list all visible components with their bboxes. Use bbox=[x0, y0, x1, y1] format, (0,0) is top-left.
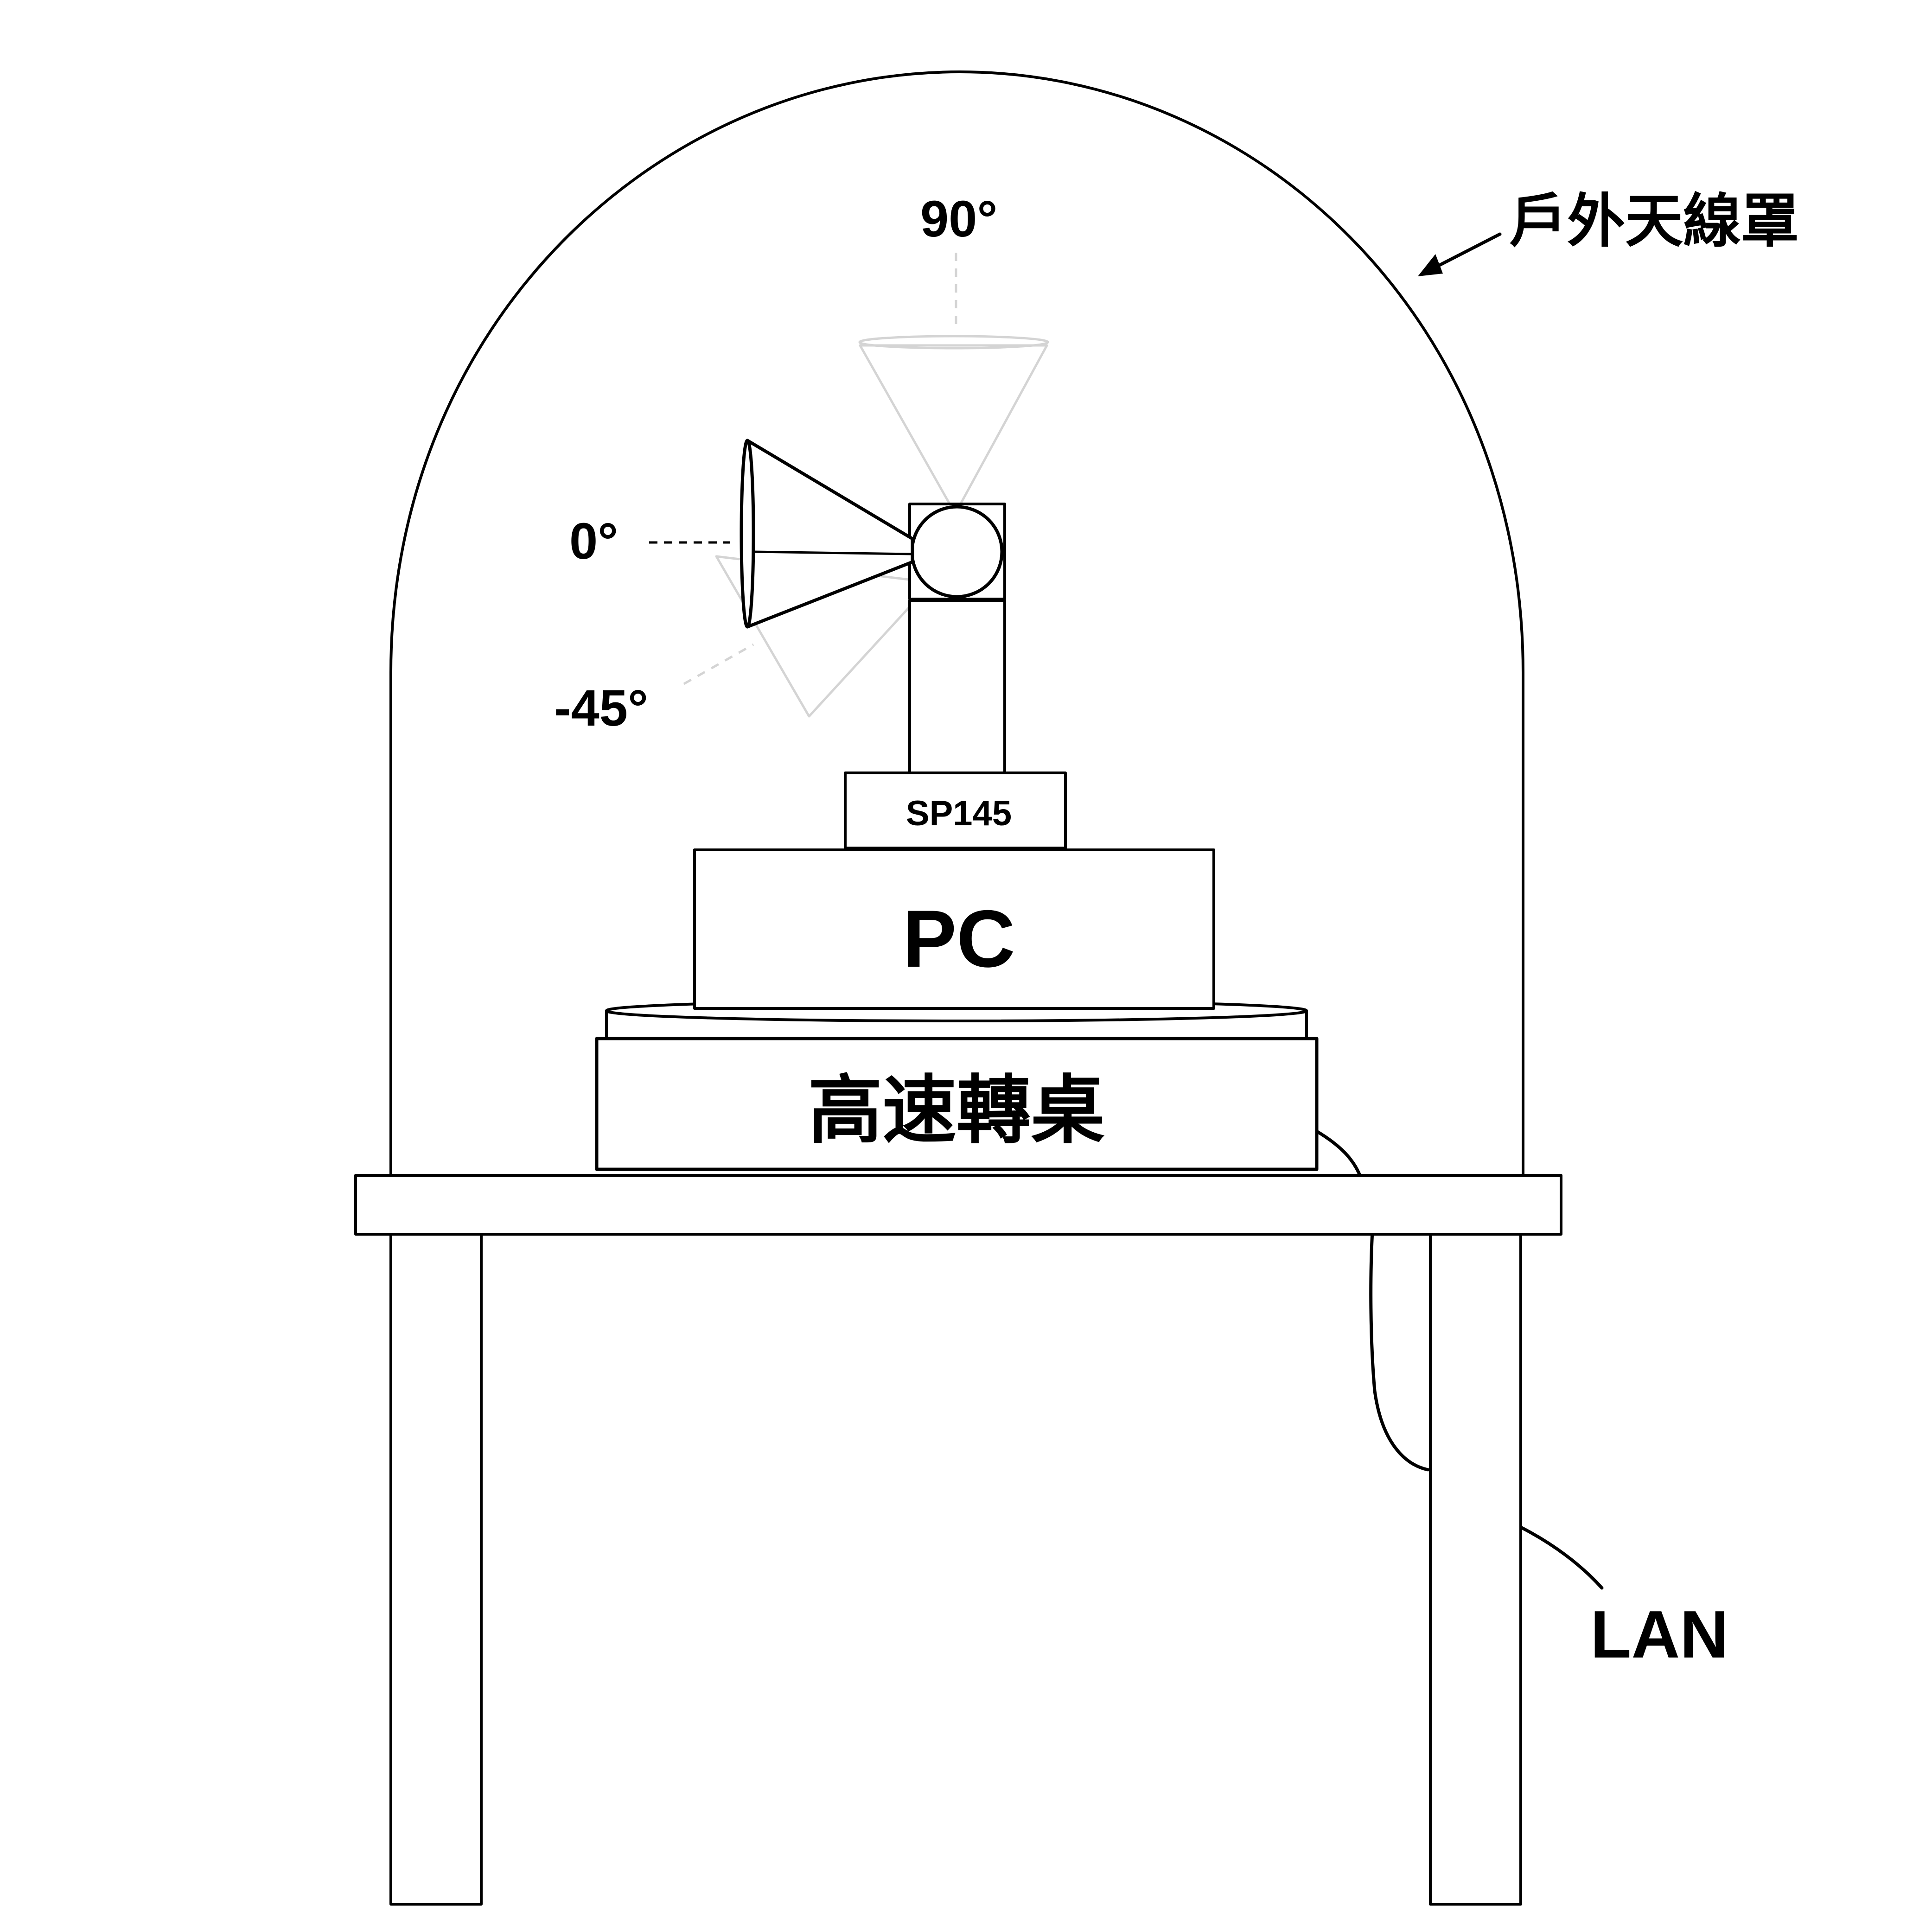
lan-label: LAN bbox=[1590, 1597, 1728, 1672]
angle-0-label: 0° bbox=[569, 513, 618, 570]
table-top bbox=[354, 1174, 1562, 1236]
table-leg-right bbox=[1429, 1233, 1522, 1906]
radome-arrow-line bbox=[1428, 232, 1502, 272]
ghost-neg45-axis bbox=[683, 643, 754, 685]
sp145-controller-label: SP145 bbox=[906, 794, 1012, 833]
horn-antenna-body bbox=[746, 439, 914, 629]
ghost-horn-90-aperture bbox=[858, 335, 1049, 350]
pc-box-front bbox=[693, 848, 1215, 1010]
angle-neg45-label: -45° bbox=[554, 680, 648, 737]
angle-90-label: 90° bbox=[920, 191, 997, 248]
horn-antenna-aperture bbox=[740, 439, 755, 629]
pc-label-front: PC bbox=[902, 894, 1015, 984]
table-leg-left bbox=[389, 1233, 483, 1906]
radome-label: 戶外天線罩 bbox=[1509, 187, 1799, 255]
rotation-joint bbox=[910, 505, 1004, 599]
ghost-horn-90-body bbox=[859, 344, 1048, 507]
turntable-base bbox=[595, 1037, 1319, 1171]
turntable-label: 高速轉桌 bbox=[808, 1066, 1105, 1154]
ghost-horn-90 bbox=[858, 253, 1049, 507]
horn-antenna-0 bbox=[740, 439, 914, 629]
lan-cable bbox=[1315, 1129, 1604, 1590]
radome-callout: 戶外天線罩 bbox=[1418, 187, 1799, 276]
mast-column bbox=[908, 599, 1006, 774]
radome-outline bbox=[389, 70, 1524, 1177]
horn-antenna-inner-line bbox=[751, 550, 914, 555]
radome-arrow-head bbox=[1418, 254, 1443, 276]
sp145-controller-box bbox=[844, 772, 1067, 849]
